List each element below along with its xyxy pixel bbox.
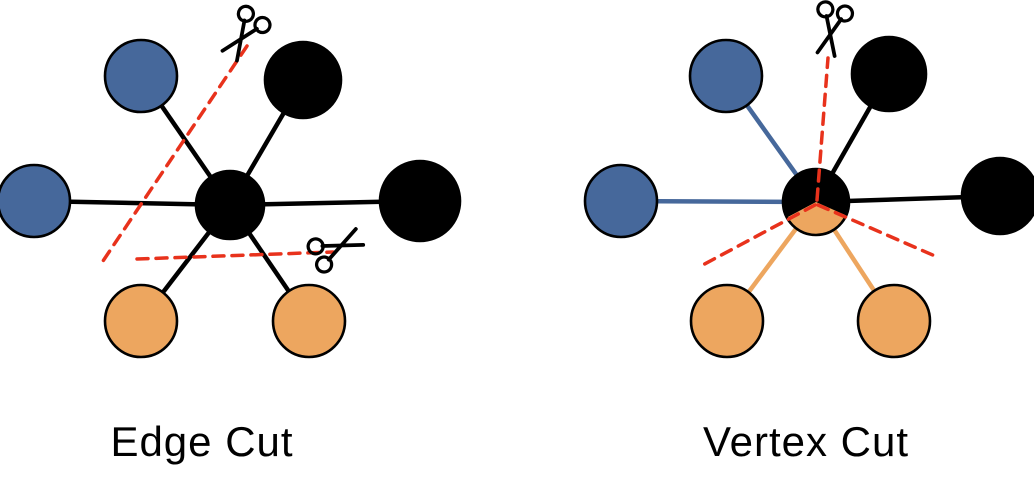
scissors-icon [220,4,272,63]
scissors-icon [815,0,855,58]
edge-cut-label: Edge Cut [110,418,294,465]
graph-node-black [850,35,928,113]
center-node-black [194,169,266,241]
vertex-cut-panel [583,0,1034,359]
graph-node-orange [856,283,932,359]
cut-line [815,56,830,202]
vertex-cut-center-slice [788,202,845,234]
scissors-icon [306,227,366,274]
edge-cut-panel [0,4,462,359]
graph-node-blue [583,163,659,239]
cut-line [101,44,249,263]
graph-node-blue [688,38,764,114]
graph-node-orange [689,283,765,359]
graph-node-black [960,156,1034,236]
graph-node-blue [0,163,72,239]
graph-node-blue [103,38,179,114]
cut-line [697,203,817,269]
graph-node-black [263,40,343,120]
vertex-cut-label: Vertex Cut [702,418,910,465]
graph-node-orange [271,283,347,359]
cut-line [135,250,335,261]
cut-line [816,203,937,258]
graph-node-orange [103,283,179,359]
graph-node-black [378,159,462,243]
